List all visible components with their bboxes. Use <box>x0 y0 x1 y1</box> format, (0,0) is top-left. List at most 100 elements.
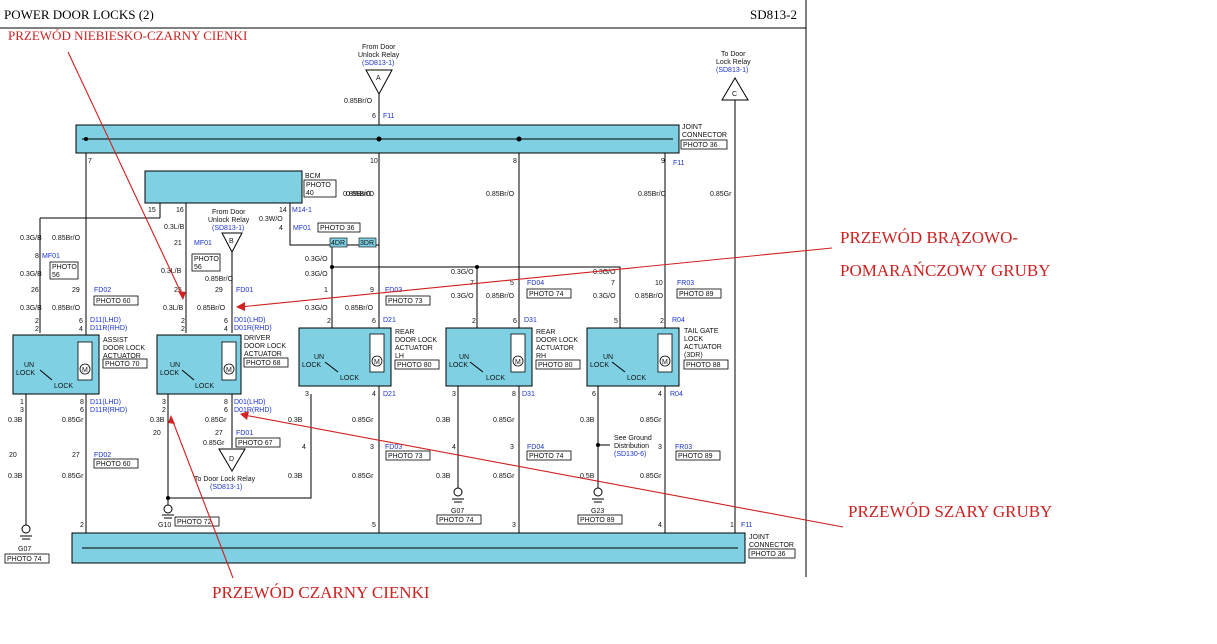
photo-left: PHOTO <box>52 264 77 271</box>
lock-label: LOCK <box>486 375 505 382</box>
wire-label: 0.3G/O <box>593 293 616 300</box>
ref-b-1: From Door <box>212 209 246 216</box>
fd01-top: FD01 <box>236 287 253 294</box>
wire-label: 0.85Gr <box>352 417 374 424</box>
driver-title-1: DRIVER <box>244 335 270 342</box>
svg-text:16: 16 <box>176 207 184 214</box>
wire-label: 0.85Gr <box>62 473 84 480</box>
svg-text:25: 25 <box>174 287 182 294</box>
svg-text:8: 8 <box>512 391 516 398</box>
photo74-mid: PHOTO 74 <box>439 517 474 524</box>
lock-label: LOCK <box>54 383 73 390</box>
motor-m: M <box>82 367 88 374</box>
rear-rh-title-3: ACTUATOR <box>536 345 574 352</box>
d01-top: D01(LHD) <box>234 317 266 324</box>
wire-label: 0.3B <box>288 417 303 424</box>
svg-text:2: 2 <box>80 522 84 529</box>
bcm-photo: PHOTO <box>306 182 331 189</box>
wire-label: 0.3G/B <box>20 271 42 278</box>
4dr-label: 4DR <box>331 240 345 247</box>
3dr-label: 3DR <box>360 240 374 247</box>
driver-actuator: M UN LOCK LOCK DRIVER DOOR LOCK ACTUATOR… <box>156 334 289 395</box>
bcm-label: BCM <box>305 173 321 180</box>
svg-text:29: 29 <box>215 287 223 294</box>
lock-label: LOCK <box>627 375 646 382</box>
svg-text:8: 8 <box>35 253 39 260</box>
rear-rh-photo: PHOTO 80 <box>538 362 573 369</box>
wire-label: 0.85Gr <box>205 417 227 424</box>
wire-label: 0.85Gr <box>203 440 225 447</box>
d11r-bottom: D11R(RHD) <box>90 407 127 414</box>
wire-label: 0.85Gr <box>493 417 515 424</box>
d01r-bottom: D01R(RHD) <box>234 407 272 414</box>
svg-text:8: 8 <box>224 399 228 406</box>
ref-to-lock-3: (SD813-1) <box>716 67 748 74</box>
photo36-label: PHOTO 36 <box>320 225 355 232</box>
joint-bottom-label-2: CONNECTOR <box>749 542 794 549</box>
tailgate-title-1: TAIL GATE <box>684 328 719 335</box>
d31-bottom: D31 <box>522 391 535 398</box>
svg-text:3: 3 <box>305 391 309 398</box>
wire-label: 0.85Gr <box>62 417 84 424</box>
joint-label-1: JOINT <box>682 124 703 131</box>
svg-text:14: 14 <box>279 207 287 214</box>
svg-text:3: 3 <box>370 444 374 451</box>
svg-text:6: 6 <box>224 318 228 325</box>
f11-top: F11 <box>383 113 395 120</box>
wire-label: 0.3G/O <box>305 271 328 278</box>
wire-label: 0.3B <box>288 473 303 480</box>
d01-bottom: D01(LHD) <box>234 399 266 406</box>
svg-text:21: 21 <box>174 240 182 247</box>
wire-label: 0.85Br/O <box>205 276 234 283</box>
svg-text:6: 6 <box>80 407 84 414</box>
photo67: PHOTO 67 <box>238 440 273 447</box>
wire-label: 0.3L/B <box>164 224 185 231</box>
svg-text:2: 2 <box>162 407 166 414</box>
wire-label: 0.3G/B <box>20 305 42 312</box>
wire-label: 0.85Br/O <box>197 305 226 312</box>
un-label: UN <box>24 362 34 369</box>
wire-label: 0.3L/B <box>163 305 184 312</box>
photo-left-num: 56 <box>52 272 60 279</box>
svg-text:3: 3 <box>512 522 516 529</box>
svg-text:6: 6 <box>513 318 517 325</box>
mf01-label: MF01 <box>293 225 311 232</box>
fd04-bottom: FD04 <box>527 444 544 451</box>
svg-text:4: 4 <box>452 444 456 451</box>
driver-title-2: DOOR LOCK <box>244 343 286 350</box>
ground-g23: G23 <box>591 508 604 515</box>
svg-text:3: 3 <box>658 444 662 451</box>
svg-text:7: 7 <box>611 280 615 287</box>
photo74-left: PHOTO 74 <box>7 556 42 563</box>
svg-text:4: 4 <box>302 444 306 451</box>
svg-text:1: 1 <box>20 399 24 406</box>
joint-photo-top: PHOTO 36 <box>683 142 718 149</box>
fr03-bottom: FR03 <box>675 444 692 451</box>
svg-text:2: 2 <box>35 326 39 333</box>
ground-g10: G10 <box>158 522 171 529</box>
see-ground-3: (SD130-6) <box>614 451 646 458</box>
rear-lh-title-4: LH <box>395 353 404 360</box>
svg-text:6: 6 <box>224 407 228 414</box>
joint-bottom-label-1: JOINT <box>749 534 770 541</box>
fd03-bottom: FD03 <box>385 444 402 451</box>
svg-text:7: 7 <box>88 158 92 165</box>
r04-bottom: R04 <box>670 391 683 398</box>
ref-b-3: (SD813-1) <box>212 225 244 232</box>
svg-text:1: 1 <box>324 287 328 294</box>
svg-text:6: 6 <box>372 318 376 325</box>
assist-actuator: M UN LOCK LOCK ASSIST DOOR LOCK ACTUATOR… <box>12 334 148 395</box>
wire-label: 0.3W/O <box>259 216 283 223</box>
motor-m: M <box>662 359 668 366</box>
photo56: PHOTO <box>194 256 219 263</box>
svg-text:6: 6 <box>372 113 376 120</box>
photo60-top: PHOTO 60 <box>96 298 131 305</box>
wire-label: 0.3B <box>8 417 23 424</box>
wire-label: 0.85Br/O <box>343 191 372 198</box>
f11-bottom: F11 <box>741 522 753 529</box>
rear-rh-title-2: DOOR LOCK <box>536 337 578 344</box>
svg-text:2: 2 <box>327 318 331 325</box>
see-ground-2: Distribution <box>614 443 649 450</box>
svg-text:4: 4 <box>79 326 83 333</box>
svg-text:4: 4 <box>658 391 662 398</box>
